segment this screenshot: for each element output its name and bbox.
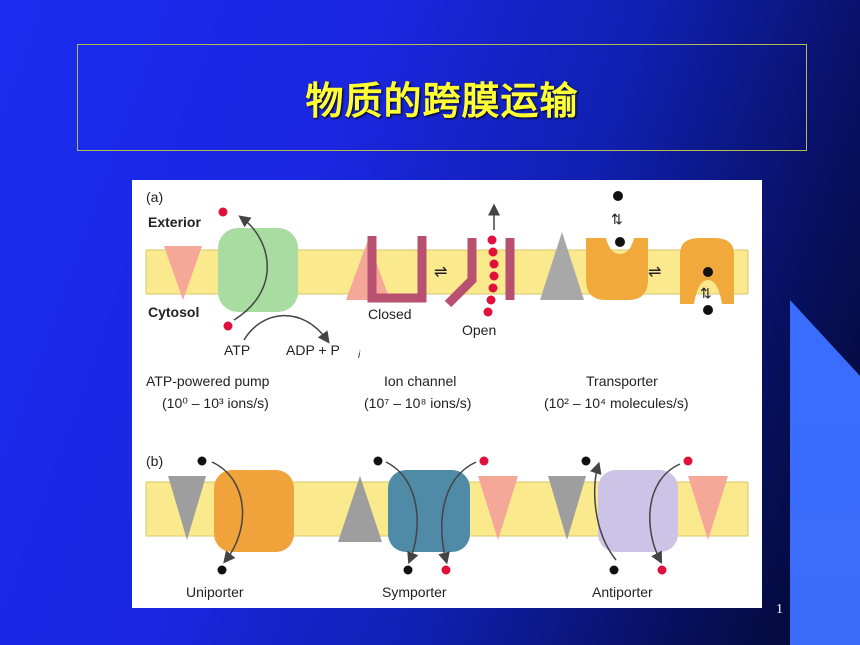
transporter-rate: (10² – 10⁴ molecules/s) (544, 395, 689, 411)
ion-black (373, 456, 383, 466)
ion-black (703, 267, 713, 277)
slide-title: 物质的跨膜运输 (305, 79, 579, 123)
open-channel-left (444, 238, 477, 308)
ion-black (703, 305, 713, 315)
symporter-arrow-left (385, 461, 419, 565)
ion-red (441, 565, 451, 575)
pump-rate: (10⁰ – 10³ ions/s) (162, 395, 269, 411)
ion-black (581, 456, 591, 466)
ion-red (479, 456, 489, 466)
gradient-triangle-uniporter (168, 476, 206, 540)
pi-subscript: i (358, 350, 361, 361)
pump-name: ATP-powered pump (146, 373, 270, 389)
uniporter-label: Uniporter (186, 584, 244, 600)
closed-channel (367, 236, 427, 303)
membrane-transport-figure: (a) Exterior Cytosol ATP ADP + P i Close… (132, 180, 762, 608)
pump-arrow (233, 215, 268, 321)
ion-red (223, 321, 233, 331)
binding-arrows-top: ⇅ (611, 211, 623, 227)
ion-black (217, 565, 227, 575)
ion-red (657, 565, 667, 575)
antiporter-arrow-up (590, 461, 617, 561)
transporter-name: Transporter (586, 373, 658, 389)
ion-black (197, 456, 207, 466)
transporter-open-out (586, 238, 648, 300)
ion-red (218, 207, 228, 217)
exterior-label: Exterior (148, 214, 201, 230)
equilibrium-arrows-channel: ⇌ (434, 264, 447, 281)
ion-black (609, 565, 619, 575)
adp-pi-label: ADP + P (286, 342, 340, 358)
panel-b-label: (b) (146, 453, 163, 469)
ion-black (613, 191, 623, 201)
gradient-triangle-symporter-ion (478, 476, 518, 540)
antiporter-label: Antiporter (592, 584, 653, 600)
channel-ions (483, 235, 499, 317)
channel-rate: (10⁷ – 10⁸ ions/s) (364, 395, 471, 411)
uniporter-arrow (211, 461, 244, 564)
slide-accent-bar (790, 300, 860, 645)
panel-a-label: (a) (146, 189, 163, 205)
closed-label: Closed (368, 306, 412, 322)
uniporter-protein (214, 470, 294, 552)
gradient-triangle-antiporter (548, 476, 586, 540)
symporter-arrow-right (438, 461, 477, 565)
antiporter-protein (598, 470, 678, 552)
atp-pump-protein (218, 228, 298, 312)
gradient-triangle-antiporter-ion (688, 476, 728, 540)
symporter-label: Symporter (382, 584, 447, 600)
transport-diagram: (a) Exterior Cytosol ATP ADP + P i Close… (145, 189, 749, 600)
symporter-protein (388, 470, 470, 552)
ion-black (615, 237, 625, 247)
cytosol-label: Cytosol (148, 304, 199, 320)
ion-red (683, 456, 693, 466)
binding-arrows-bottom: ⇅ (700, 285, 712, 301)
gradient-triangle-symporter (338, 476, 382, 542)
title-box: 物质的跨膜运输 (77, 44, 807, 151)
gradient-triangle-pump (164, 246, 202, 300)
page-number: 1 (776, 602, 783, 617)
antiporter-arrow-down (649, 463, 681, 564)
atp-hydrolysis-arrow (243, 314, 330, 344)
gradient-triangle-transporter (540, 232, 584, 300)
open-label: Open (462, 322, 496, 338)
equilibrium-arrows-transporter: ⇌ (648, 264, 661, 281)
channel-name: Ion channel (384, 373, 456, 389)
ion-black (403, 565, 413, 575)
atp-label: ATP (224, 342, 250, 358)
